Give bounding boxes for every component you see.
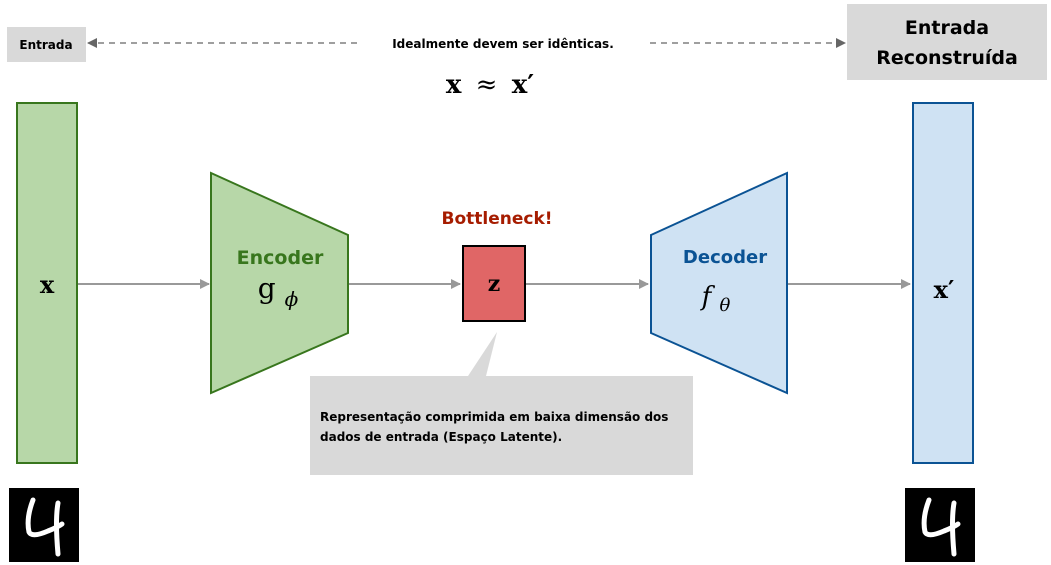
output-vector-symbol: x′ [934,275,955,304]
latent-callout-line1: Representação comprimida em baixa dimens… [320,410,668,424]
bottleneck-box [462,245,526,322]
output-digit-image [905,488,975,562]
output-label-line1: Entrada [905,17,989,39]
output-label-line2: Reconstruída [876,47,1018,69]
bottleneck-symbol: z [488,271,501,297]
equation-operator: ≈ [476,70,498,100]
caption-text: Idealmente devem ser idênticas. [392,37,614,51]
decoder-shape [650,171,788,395]
bottleneck-title: Bottleneck! [441,209,552,229]
encoder-symbol-subscript: ϕ [285,287,299,311]
encoder-symbol-main: g [258,272,276,305]
input-label-box: Entrada [7,27,86,62]
latent-callout-line2: dados de entrada (Espaço Latente). [320,430,562,444]
output-vector-bar [912,102,974,464]
encoder-symbol: g ϕ [258,272,299,311]
equation: x ≈ x′ [446,70,534,100]
input-label: Entrada [19,38,72,52]
decoder-symbol-main: f [700,282,716,312]
output-label-box: Entrada Reconstruída [847,4,1047,80]
encoder-title: Encoder [237,247,324,269]
input-vector-bar [16,102,78,464]
decoder-symbol: f θ [700,282,731,316]
equation-lhs: x [446,70,462,100]
decoder-symbol-subscript: θ [720,295,731,316]
decoder-title: Decoder [683,247,767,268]
latent-callout-bubble [310,332,693,475]
input-digit-image [9,488,79,562]
equation-rhs: x′ [512,70,535,100]
input-vector-symbol: x [40,270,55,299]
encoder-shape [210,171,349,395]
